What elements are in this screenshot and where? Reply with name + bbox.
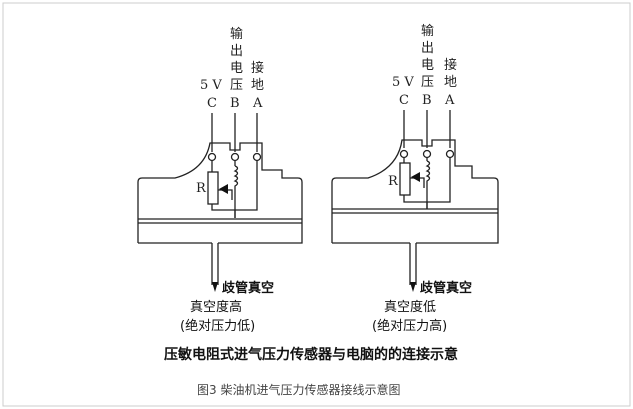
resistor-label: R <box>196 181 207 196</box>
wiper-arrow <box>411 172 420 182</box>
label-output-char: 输 <box>421 23 434 39</box>
label-output-char: 出 <box>230 44 243 59</box>
vacuum-label: 歧管真空 <box>420 280 472 296</box>
pin-c-label: C <box>207 96 217 111</box>
label-ground-char: 接 <box>444 57 457 73</box>
resistor <box>207 171 219 205</box>
wiper-arrow <box>219 184 228 194</box>
label-ground-char: 地 <box>251 78 264 93</box>
state-line2: (绝对压力低) <box>180 318 255 334</box>
coil <box>233 165 239 218</box>
pin-a-label: A <box>252 96 263 111</box>
sensor-left: 输 出 电 压 接 地 5 V C B A R 歧管真空 真空度高 (绝对压力低… <box>137 26 303 334</box>
sensor-right: 输 出 电 压 接 地 5 V C B A R 歧管真空 真空度低 (绝对压力高… <box>331 23 499 334</box>
pin-wires <box>211 113 258 152</box>
sensor-body <box>331 139 499 285</box>
pin-b-label: B <box>230 96 240 111</box>
coil <box>425 160 431 209</box>
label-ground-char: 接 <box>251 60 264 76</box>
pin-a-label: A <box>444 93 455 108</box>
vacuum-arrow <box>212 282 218 292</box>
state-line1: 真空度高 <box>190 299 242 315</box>
diaphragm <box>138 218 302 224</box>
state-line2: (绝对压力高) <box>372 318 447 334</box>
figure-caption: 图3 柴油机进气压力传感器接线示意图 <box>197 382 400 397</box>
circuit-wires <box>403 158 451 209</box>
circuit-wires <box>211 161 258 218</box>
label-output-char: 压 <box>421 75 434 90</box>
label-output-char: 输 <box>230 26 243 42</box>
pin-c-label: C <box>399 93 409 108</box>
pin-b-label: B <box>422 93 432 108</box>
vacuum-arrow <box>410 282 416 292</box>
label-output-char: 电 <box>421 58 434 73</box>
resistor-label: R <box>388 174 399 189</box>
label-5v: 5 V <box>200 78 222 93</box>
label-output-char: 出 <box>421 41 434 56</box>
label-ground-char: 地 <box>444 75 457 90</box>
diaphragm <box>332 208 498 214</box>
pin-wires <box>403 110 451 148</box>
diagram-title: 压敏电阻式进气压力传感器与电脑的的连接示意 <box>164 346 458 363</box>
label-output-char: 电 <box>230 61 243 76</box>
label-5v: 5 V <box>392 75 414 90</box>
resistor <box>399 162 411 196</box>
vacuum-label: 歧管真空 <box>222 280 274 296</box>
state-line1: 真空度低 <box>384 299 436 315</box>
label-output-char: 压 <box>230 78 243 93</box>
sensor-body <box>137 142 303 285</box>
